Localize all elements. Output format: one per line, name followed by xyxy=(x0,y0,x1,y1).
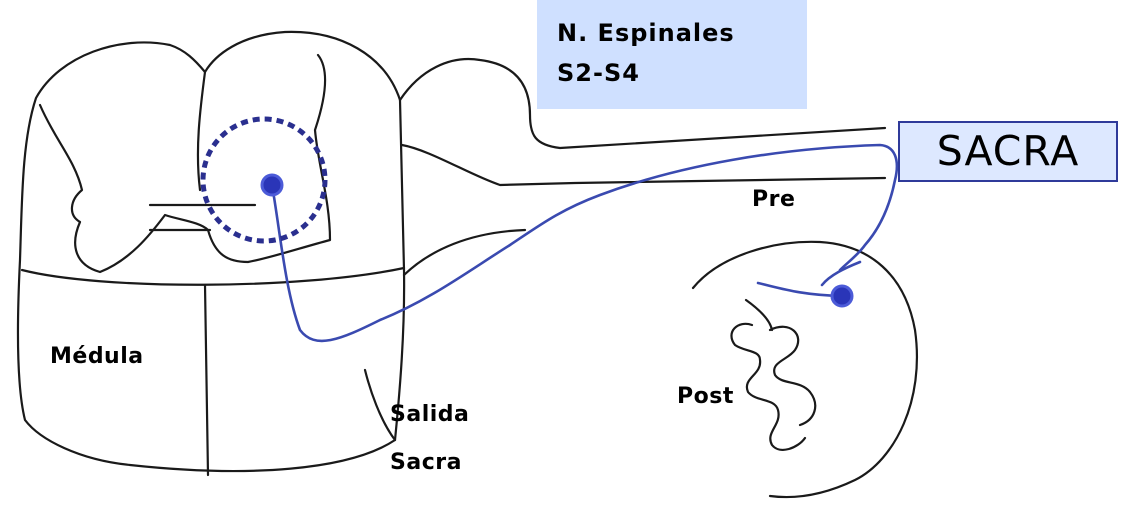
spinal-nerve-outline xyxy=(365,59,885,440)
pre-label: Pre xyxy=(752,183,795,217)
sacra-label: SACRA xyxy=(937,127,1080,175)
salida-label-line2: Sacra xyxy=(390,446,462,480)
spinal-nerves-label-box: N. Espinales S2-S4 xyxy=(537,0,807,109)
spinal-nerves-label-line2: S2-S4 xyxy=(557,53,807,93)
salida-label-line1: Salida xyxy=(390,398,469,432)
post-label: Post xyxy=(677,380,734,414)
spinal-cord-outline xyxy=(18,32,404,475)
organ-outline xyxy=(693,242,917,497)
spinal-nerves-label-line1: N. Espinales xyxy=(557,13,807,53)
postganglionic-neuron-dot xyxy=(832,286,852,306)
preganglionic-neuron-dot xyxy=(262,175,282,195)
medula-label: Médula xyxy=(50,340,144,374)
sacra-label-box: SACRA xyxy=(898,121,1118,182)
